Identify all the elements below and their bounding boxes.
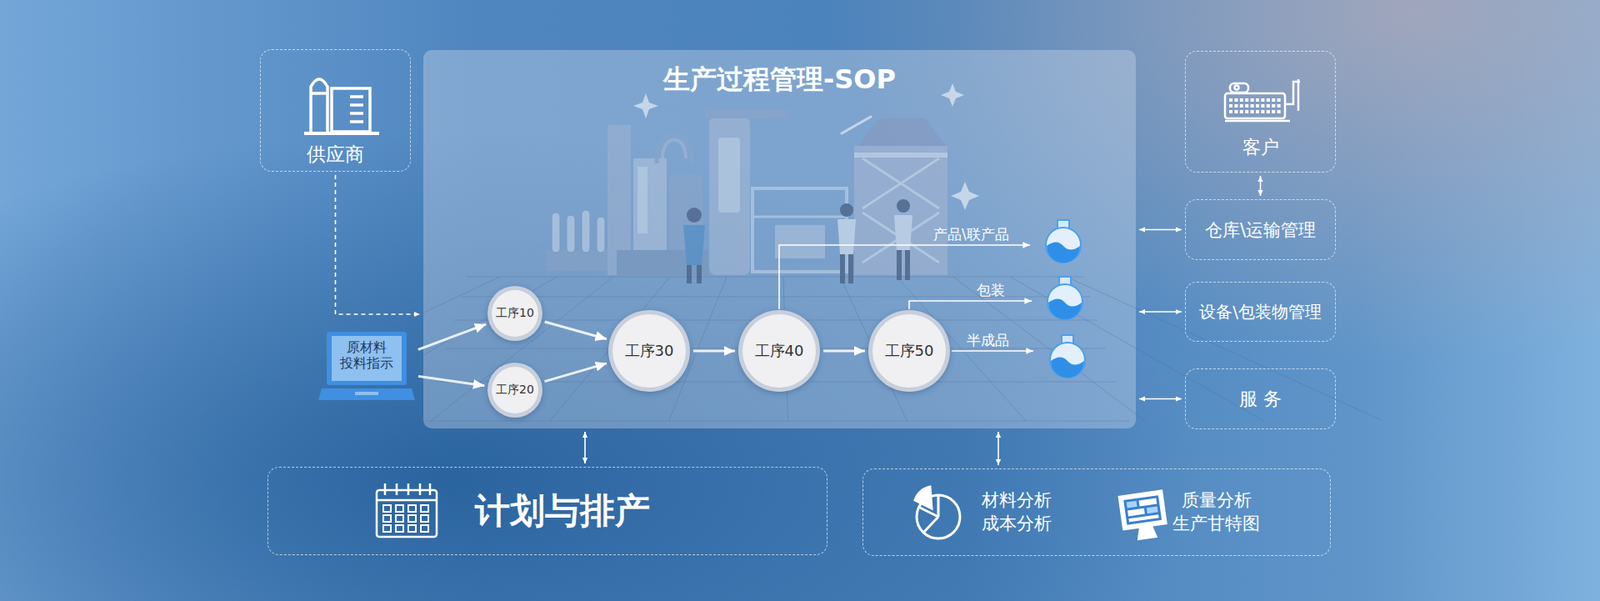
step-label: 工序50 bbox=[885, 340, 935, 361]
step-label: 工序20 bbox=[495, 382, 535, 398]
label-anchor: 半成品 bbox=[966, 330, 1010, 350]
process-step-circle: 工序20 bbox=[487, 362, 543, 418]
connector bbox=[1139, 398, 1182, 400]
step-label: 工序10 bbox=[495, 305, 535, 321]
panel-title: 生产过程管理-SOP bbox=[663, 61, 896, 95]
connector bbox=[545, 363, 608, 382]
process-step-circle: 工序50 bbox=[868, 310, 950, 392]
node-label: 供应商 bbox=[306, 141, 365, 171]
process-step-circle: 工序30 bbox=[608, 310, 690, 392]
node-label: 原材料 投料指示 bbox=[333, 339, 400, 406]
connectors bbox=[335, 175, 1261, 465]
factory-illustration bbox=[545, 83, 980, 284]
label-anchor: 产品\联产品 bbox=[933, 225, 1010, 245]
node-label: 设备\包装物管理 bbox=[1199, 300, 1322, 324]
service-box: 设备\包装物管理 bbox=[1185, 281, 1336, 342]
process-step-circle: 工序10 bbox=[487, 285, 543, 341]
connector bbox=[823, 350, 865, 353]
node-label: 计划与排产 bbox=[475, 487, 650, 535]
connector bbox=[1139, 229, 1182, 231]
node-label: 仓库\运输管理 bbox=[1205, 218, 1316, 242]
pie-chart-icon bbox=[915, 486, 960, 539]
step-label: 工序40 bbox=[755, 340, 805, 361]
service-box: 仓库\运输管理 bbox=[1185, 199, 1336, 260]
flask-icon bbox=[1045, 220, 1081, 263]
supplier-box: 供应商 bbox=[260, 49, 411, 172]
machine-icon bbox=[1225, 79, 1300, 121]
planning-box: 计划与排产 bbox=[267, 466, 828, 555]
connector bbox=[545, 321, 607, 340]
leader-line bbox=[909, 300, 1032, 310]
connector bbox=[335, 175, 421, 315]
analysis-box: 材料分析 成本分析 质量分析 生产甘特图 bbox=[862, 468, 1331, 556]
calendar-icon bbox=[376, 483, 437, 537]
node-label: 质量分析 生产甘特图 bbox=[1165, 489, 1268, 535]
process-step-circle: 工序40 bbox=[738, 310, 820, 392]
step-label: 工序30 bbox=[625, 340, 675, 361]
panel-background bbox=[423, 50, 1136, 429]
leader-line bbox=[951, 350, 1034, 352]
node-label: 客户 bbox=[1242, 135, 1280, 172]
panel-fill bbox=[423, 50, 1136, 429]
connector bbox=[1139, 310, 1182, 313]
icons bbox=[304, 79, 1300, 541]
laptop-node: 原材料 投料指示 bbox=[318, 331, 415, 406]
label-anchor: 包装 bbox=[976, 280, 1005, 300]
flask-icon bbox=[1050, 335, 1085, 378]
connector bbox=[418, 324, 487, 350]
output-label: 半成品 bbox=[966, 330, 1010, 350]
node-label: 材料分析 成本分析 bbox=[981, 489, 1066, 535]
leader-line bbox=[779, 245, 1030, 310]
flask-icons bbox=[1045, 220, 1085, 378]
process-panel: 生产过程管理-SOP 工序10 工序20 工序30 工序40 工序50 bbox=[423, 50, 1136, 429]
connector bbox=[997, 431, 1000, 465]
supplier-icon bbox=[304, 79, 380, 134]
floor-grid bbox=[193, 276, 1384, 421]
connector bbox=[1260, 175, 1262, 196]
connector bbox=[693, 350, 735, 353]
connector bbox=[418, 375, 485, 385]
customer-box: 客户 bbox=[1185, 50, 1336, 173]
node-label: 服 务 bbox=[1239, 386, 1282, 412]
connector bbox=[584, 431, 586, 464]
service-box: 服 务 bbox=[1185, 368, 1336, 430]
gantt-monitor-icon bbox=[1119, 490, 1169, 541]
flask-icon bbox=[1047, 276, 1083, 320]
output-label: 包装 bbox=[976, 280, 1005, 300]
output-label: 产品\联产品 bbox=[933, 225, 1010, 245]
